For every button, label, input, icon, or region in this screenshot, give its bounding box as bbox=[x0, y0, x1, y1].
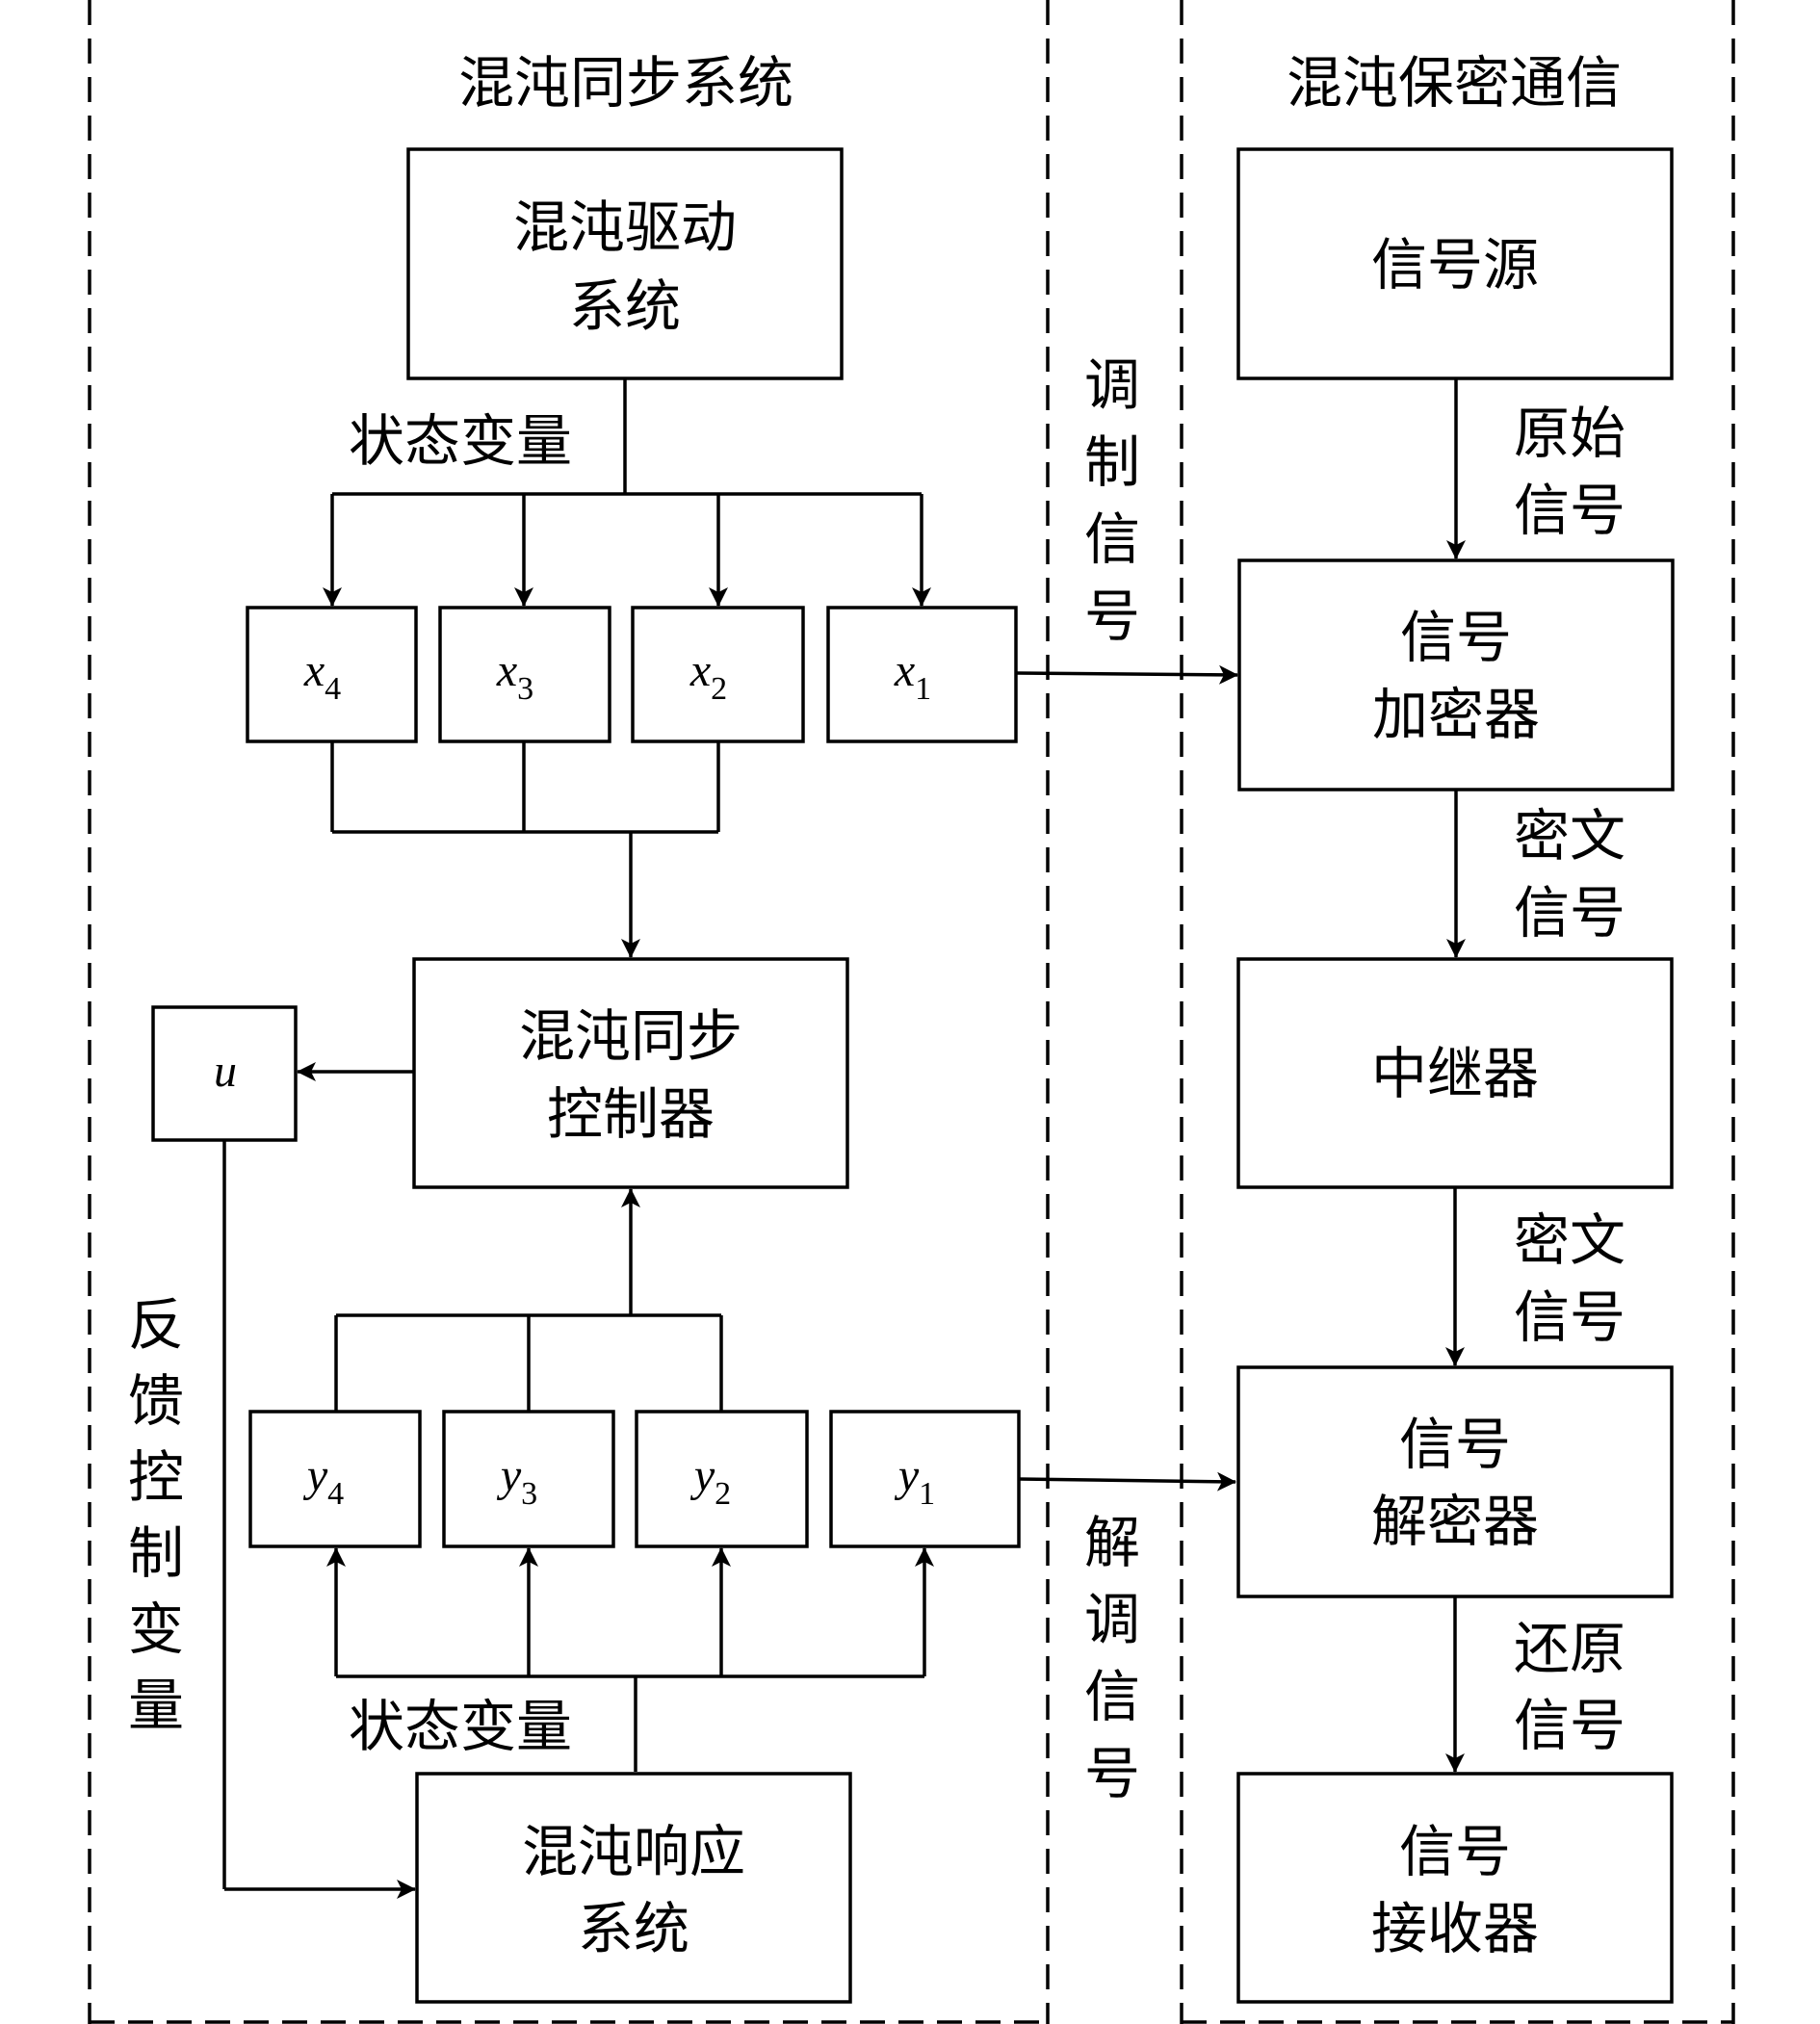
svg-text:反: 反 bbox=[128, 1292, 184, 1358]
svg-text:馈: 馈 bbox=[128, 1368, 184, 1434]
x3-block: x3 bbox=[438, 606, 611, 743]
y1-block: y1 bbox=[829, 1410, 1021, 1548]
feedback-control-variable-label: 反 馈 控 制 变 量 bbox=[128, 1292, 184, 1738]
signal-source-block: 信号源 bbox=[1236, 147, 1674, 380]
left-panel-title: 混沌同步系统 bbox=[458, 50, 793, 116]
u-label: u bbox=[214, 1046, 237, 1097]
signal-encryptor-line2: 加密器 bbox=[1372, 682, 1540, 747]
x1-label: x1 bbox=[894, 645, 931, 707]
signal-decryptor-line2: 解密器 bbox=[1371, 1489, 1539, 1554]
response-state-fanout bbox=[326, 1547, 934, 1772]
svg-text:量: 量 bbox=[128, 1673, 184, 1738]
svg-text:控: 控 bbox=[128, 1444, 184, 1510]
drive-state-fanout bbox=[323, 378, 931, 607]
chaos-drive-system-block: 混沌驱动 系统 bbox=[406, 147, 844, 380]
signal-receiver-block: 信号 接收器 bbox=[1236, 1772, 1674, 2004]
svg-text:信号: 信号 bbox=[1514, 478, 1625, 543]
y-to-controller-connector bbox=[334, 1188, 723, 1412]
left-panel-border bbox=[88, 0, 1050, 2024]
signal-decryptor-line1: 信号 bbox=[1399, 1412, 1511, 1477]
chaos-sync-controller-line1: 混沌同步 bbox=[519, 1003, 742, 1069]
svg-text:密文: 密文 bbox=[1514, 803, 1625, 869]
x2-label: x2 bbox=[689, 645, 727, 707]
signal-decryptor-block: 信号 解密器 bbox=[1236, 1365, 1674, 1598]
x4-label: x4 bbox=[303, 645, 341, 707]
svg-text:变: 变 bbox=[128, 1596, 184, 1662]
y2-label: y2 bbox=[689, 1450, 731, 1512]
signal-encryptor-block: 信号 加密器 bbox=[1237, 558, 1675, 791]
state-variable-label-top: 状态变量 bbox=[349, 408, 572, 474]
cipher-signal-label-1: 密文 信号 bbox=[1514, 803, 1625, 946]
x1-block: x1 bbox=[826, 606, 1018, 743]
chaos-response-system-block: 混沌响应 系统 bbox=[415, 1772, 852, 2004]
chaos-sync-controller-block: 混沌同步 控制器 bbox=[412, 957, 849, 1189]
svg-text:调: 调 bbox=[1084, 1587, 1140, 1652]
cipher-signal-label-2: 密文 信号 bbox=[1514, 1207, 1625, 1350]
x4-block: x4 bbox=[246, 606, 418, 743]
modulation-signal-label: 调 制 信 号 bbox=[1084, 352, 1140, 649]
svg-text:号: 号 bbox=[1084, 1741, 1140, 1806]
y3-label: y3 bbox=[496, 1450, 537, 1512]
svg-text:制: 制 bbox=[128, 1520, 184, 1586]
svg-text:信号: 信号 bbox=[1514, 1284, 1625, 1350]
original-signal-label: 原始 信号 bbox=[1514, 401, 1625, 543]
y2-block: y2 bbox=[635, 1410, 809, 1548]
x2-block: x2 bbox=[631, 606, 805, 743]
relay-label: 中继器 bbox=[1371, 1041, 1539, 1106]
chaos-drive-system-line1: 混沌驱动 bbox=[513, 195, 737, 260]
signal-source-label: 信号源 bbox=[1371, 232, 1539, 298]
svg-text:密文: 密文 bbox=[1514, 1207, 1625, 1273]
svg-text:信号: 信号 bbox=[1514, 1693, 1625, 1758]
right-panel-border bbox=[1180, 0, 1735, 2024]
x3-label: x3 bbox=[496, 645, 533, 707]
signal-encryptor-line1: 信号 bbox=[1400, 605, 1512, 670]
svg-text:信: 信 bbox=[1084, 1664, 1140, 1729]
chaos-response-system-line1: 混沌响应 bbox=[522, 1819, 745, 1884]
state-variable-label-bottom: 状态变量 bbox=[349, 1694, 572, 1759]
chaos-sync-controller-line2: 控制器 bbox=[547, 1081, 715, 1147]
chaos-drive-system-line2: 系统 bbox=[569, 273, 681, 339]
svg-text:号: 号 bbox=[1084, 584, 1140, 649]
demodulation-signal-label: 解 调 信 号 bbox=[1084, 1510, 1140, 1806]
y3-block: y3 bbox=[442, 1410, 615, 1548]
restored-signal-label: 还原 信号 bbox=[1514, 1616, 1625, 1758]
svg-text:制: 制 bbox=[1084, 429, 1140, 495]
demodulation-signal-arrow bbox=[1018, 1471, 1236, 1492]
svg-text:还原: 还原 bbox=[1514, 1616, 1625, 1681]
chaos-response-system-line2: 系统 bbox=[578, 1896, 689, 1961]
signal-receiver-line1: 信号 bbox=[1399, 1819, 1511, 1884]
signal-receiver-line2: 接收器 bbox=[1371, 1896, 1539, 1961]
y4-label: y4 bbox=[302, 1450, 344, 1512]
y4-block: y4 bbox=[248, 1410, 422, 1548]
y1-label: y1 bbox=[894, 1450, 935, 1512]
modulation-signal-arrow bbox=[1015, 664, 1238, 685]
svg-text:解: 解 bbox=[1084, 1510, 1140, 1575]
svg-text:信号: 信号 bbox=[1514, 880, 1625, 946]
svg-text:原始: 原始 bbox=[1514, 401, 1625, 466]
feedback-path bbox=[222, 1140, 416, 1899]
x-to-controller-connector bbox=[330, 741, 720, 958]
svg-text:信: 信 bbox=[1084, 506, 1140, 572]
right-panel-title: 混沌保密通信 bbox=[1287, 50, 1622, 116]
u-block: u bbox=[151, 1005, 298, 1142]
relay-block: 中继器 bbox=[1236, 957, 1674, 1189]
svg-text:调: 调 bbox=[1084, 352, 1140, 418]
